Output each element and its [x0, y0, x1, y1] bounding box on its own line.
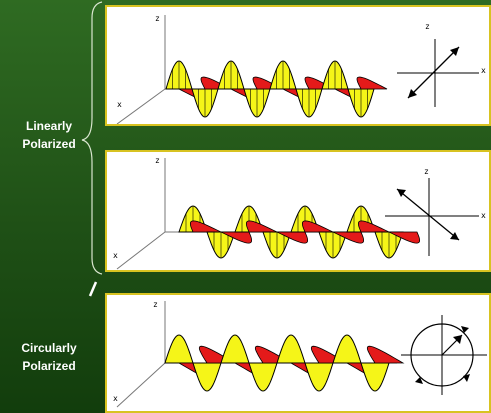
linear-wave-2 [178, 205, 420, 259]
red-wave-lobe [358, 220, 390, 233]
circular-label-line2: Polarized [22, 359, 76, 373]
indicator-z-label: z [424, 167, 429, 176]
red-wave-lobe [276, 231, 308, 244]
yellow-wave-lobe [332, 334, 362, 364]
rotation-arrow-top [461, 326, 469, 333]
z-axis-label: z [155, 156, 160, 165]
x-axis-label: x [117, 100, 122, 109]
indicator-diagonal [396, 188, 460, 241]
arrowhead-down [450, 232, 459, 240]
x-axis-label: x [113, 251, 118, 260]
indicator-x-label: x [481, 211, 486, 220]
polarization-indicator-2: z x [385, 167, 486, 256]
z-axis-label: z [155, 14, 160, 23]
indicator-x-label: x [481, 66, 486, 75]
indicator-z-label: z [425, 22, 430, 31]
slash-mark [88, 281, 98, 297]
x-axis [116, 231, 166, 270]
arrowhead-up [450, 47, 459, 56]
yellow-wave-lobe [276, 334, 306, 364]
yellow-wave-lobe [164, 334, 194, 364]
arrowhead-down [408, 89, 417, 98]
indicator-diagonal [407, 46, 460, 99]
red-wave-lobe [220, 231, 252, 244]
polarization-indicator-3 [401, 315, 487, 395]
red-wave-lobe [332, 231, 364, 244]
radius-arrowhead [453, 335, 462, 344]
yellow-wave-lobe [220, 334, 250, 364]
linearly-polarized-label: Linearly Polarized [10, 117, 88, 153]
circular-polarization-panel: z x [105, 293, 491, 413]
rotation-arrow-right [463, 374, 470, 382]
arrowhead-up [397, 189, 406, 197]
red-wave-lobe [302, 220, 334, 233]
wave-diagram-3: z x [113, 300, 487, 408]
yellow-wave-lobe [360, 362, 390, 392]
red-wave-lobe [388, 231, 420, 244]
red-wave-lobe [190, 220, 222, 233]
z-axis-label: z [153, 300, 158, 309]
linear-label-line2: Polarized [22, 137, 76, 151]
yellow-wave-lobe [192, 362, 222, 392]
rotation-arrow-bottom [415, 377, 423, 384]
linear-brace [81, 1, 103, 275]
circular-wave [164, 334, 405, 392]
circular-label-line1: Circularly [21, 341, 77, 355]
wave-diagram-1: z x z x [116, 14, 486, 124]
red-wave-lobe [246, 220, 278, 233]
linear-label-line1: Linearly [25, 119, 73, 133]
x-axis-label: x [113, 394, 118, 403]
yellow-wave-lobe [304, 362, 334, 392]
linear-wave-1 [165, 60, 388, 118]
circularly-polarized-label: Circularly Polarized [10, 339, 88, 375]
red-wave-lobe [366, 345, 405, 364]
wave-diagram-2: z x z x [113, 156, 486, 270]
yellow-wave-lobe [248, 362, 278, 392]
x-axis [116, 88, 166, 124]
polarization-indicator-1: z x [397, 22, 486, 107]
linear-polarization-panel-1: z x z x [105, 5, 491, 126]
linear-polarization-panel-2: z x z x [105, 150, 491, 272]
red-wave-lobe [356, 76, 388, 90]
x-axis [116, 362, 166, 408]
